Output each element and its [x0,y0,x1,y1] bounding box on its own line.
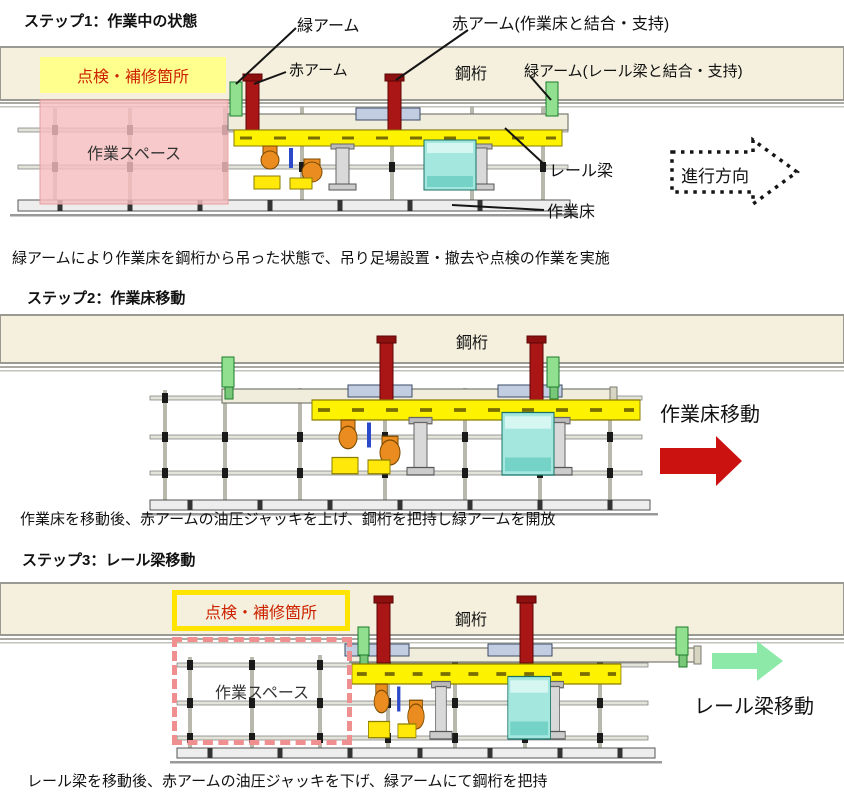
girder-band [0,314,844,364]
move-arrow-red-icon [660,436,742,486]
step2-diagram [0,314,844,516]
leader-lines [235,27,552,211]
red-arm [379,342,394,406]
direction-label: 進行方向 [681,167,749,186]
green-arm [546,356,560,388]
girder-label: 鋼桁 [456,335,489,352]
step1-title: ステップ1：作業中の状態 [24,13,198,30]
rail-beam-move-label: レール梁移動 [694,696,814,718]
red-arm-label: 赤アーム [289,62,348,79]
move-arrow-green-icon [712,641,783,681]
step2-caption: 作業床を移動後、赤アームの油圧ジャッキを上げ、鋼桁を把持し緑アームを開放 [20,511,556,528]
red-arm [529,342,544,406]
green-arm [675,626,689,656]
work-floor [17,199,571,212]
step3-caption: レール梁を移動後、赤アームの油圧ジャッキを下げ、緑アームにて鋼桁を把持 [27,773,548,790]
green-arm-full-label: 緑アーム(レール梁と結合・支持) [524,63,743,80]
work-floor-label: 作業床 [547,204,596,221]
green-arm [221,356,235,388]
green-arm [357,626,370,656]
green-arm-label: 緑アーム [297,18,360,35]
green-arm [229,81,243,117]
work-floor-move-label: 作業床移動 [660,404,760,426]
girder-band [0,582,844,636]
inspection-area-box: 点検・補修箇所 [172,590,350,631]
work-space-zone [39,99,229,205]
step1-caption: 緑アームにより作業床を鋼桁から吊った状態で、吊り足場設置・撤去や点検の作業を実施 [12,250,610,267]
direction-arrow-icon [670,136,800,208]
red-arm [376,602,391,664]
step3-diagram [0,582,844,764]
red-arm [519,602,534,664]
red-arm-full-label: 赤アーム(作業床と結合・支持) [452,16,670,33]
inspection-area-box: 点検・補修箇所 [40,57,226,93]
green-arm [545,81,559,117]
work-space-label: 作業スペース [214,685,310,702]
rail-beam-label: レール梁 [549,163,614,180]
step3-title: ステップ3：レール梁移動 [22,552,196,569]
step2-title: ステップ2：作業床移動 [27,290,186,307]
girder-label: 鋼桁 [455,612,488,629]
step1-diagram [0,27,844,217]
work-space-label: 作業スペース [86,146,182,163]
girder-label: 鋼桁 [455,66,488,83]
work-floor [176,747,656,759]
work-space-dashed-box: 作業スペース [172,637,352,745]
